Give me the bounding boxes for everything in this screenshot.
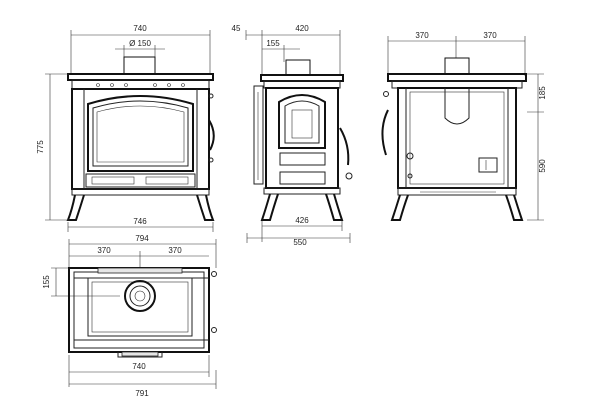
side-view: 45 420 155 426 bbox=[232, 24, 353, 247]
plan-width-top: 794 bbox=[135, 234, 149, 243]
plan-flue-offset: 155 bbox=[42, 275, 51, 289]
side-leg-depth: 426 bbox=[295, 216, 309, 225]
back-outlet-height: 590 bbox=[538, 159, 547, 173]
plan-view: 794 370 370 155 740 bbox=[42, 234, 217, 398]
plan-right-half: 370 bbox=[168, 246, 182, 255]
back-view: 370 370 185 590 bbox=[381, 31, 547, 221]
back-right-half: 370 bbox=[483, 31, 497, 40]
front-flue-diameter: Ø 150 bbox=[129, 39, 151, 48]
side-total-depth: 550 bbox=[293, 238, 307, 247]
back-left-half: 370 bbox=[415, 31, 429, 40]
front-height: 775 bbox=[36, 140, 45, 154]
front-view: 740 Ø 150 bbox=[36, 24, 215, 232]
side-flue-offset: 155 bbox=[266, 39, 280, 48]
front-top-width: 740 bbox=[133, 24, 147, 33]
plan-width-bottom: 740 bbox=[132, 362, 146, 371]
side-offset: 45 bbox=[232, 24, 241, 33]
back-top-height: 185 bbox=[538, 86, 547, 100]
plan-left-half: 370 bbox=[97, 246, 111, 255]
front-bottom-width: 746 bbox=[133, 217, 147, 226]
plan-width-overall: 791 bbox=[135, 389, 149, 398]
side-depth-top: 420 bbox=[295, 24, 309, 33]
